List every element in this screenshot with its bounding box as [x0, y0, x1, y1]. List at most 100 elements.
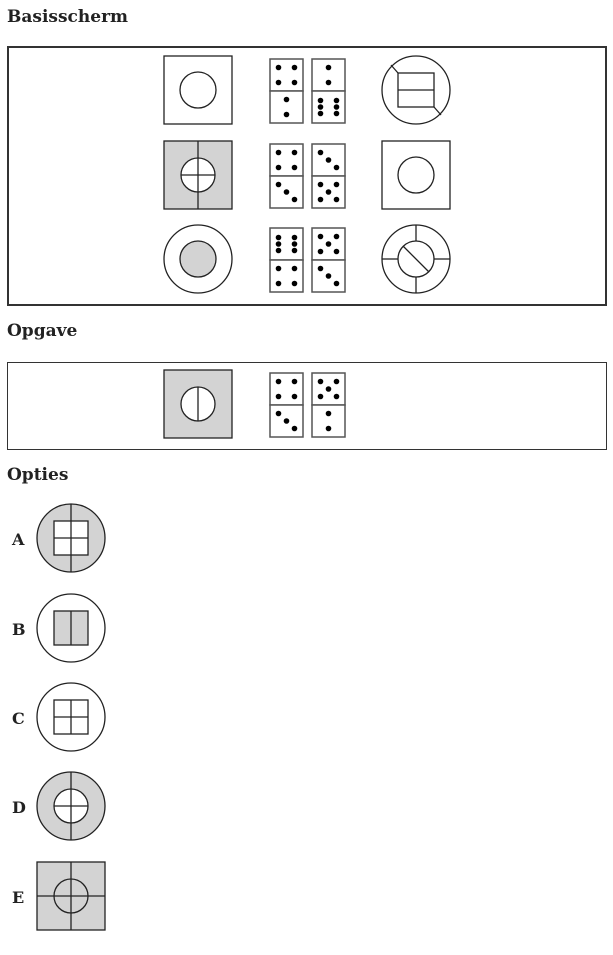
pip	[283, 418, 290, 424]
pip	[325, 273, 332, 279]
pip	[291, 149, 298, 156]
pip	[333, 97, 340, 104]
pip	[325, 157, 332, 163]
pip	[333, 104, 340, 110]
base-screen-panel	[7, 46, 607, 306]
pip	[317, 196, 324, 203]
domino	[311, 227, 346, 293]
heading-basisscherm: Basisscherm	[7, 7, 129, 27]
option-a-label[interactable]: A	[12, 530, 25, 549]
option-b-label[interactable]: B	[12, 620, 26, 639]
pip	[291, 164, 298, 171]
pip	[317, 149, 324, 156]
figure-wheel	[381, 224, 451, 294]
pip	[317, 378, 324, 385]
pip	[333, 196, 340, 203]
option-d-label[interactable]: D	[12, 798, 26, 817]
domino-half	[269, 90, 304, 124]
pip	[275, 265, 282, 272]
domino	[311, 143, 346, 209]
pip	[291, 280, 298, 287]
pip	[317, 110, 324, 117]
pip	[275, 393, 282, 400]
domino	[311, 372, 346, 438]
option-d-figure[interactable]	[36, 771, 106, 841]
pip	[291, 393, 298, 400]
pip	[275, 181, 282, 188]
figure-square-circle	[163, 55, 233, 125]
pip	[275, 410, 282, 417]
pip	[291, 234, 298, 241]
option-c-figure[interactable]	[36, 682, 106, 752]
heading-opgave: Opgave	[7, 321, 78, 341]
domino-half	[311, 58, 346, 92]
pip	[317, 97, 324, 104]
option-b-figure[interactable]	[36, 593, 106, 663]
pip	[325, 386, 332, 392]
pip	[333, 181, 340, 188]
pip	[291, 196, 298, 203]
option-a-figure[interactable]	[36, 503, 106, 573]
figure-ring-gray-center	[163, 224, 233, 294]
domino	[269, 143, 304, 209]
domino-half	[269, 259, 304, 293]
pip	[275, 149, 282, 156]
pip	[325, 425, 332, 432]
domino	[269, 227, 304, 293]
option-e-label[interactable]: E	[12, 888, 25, 907]
pip	[275, 247, 282, 254]
heading-opties: Opties	[7, 465, 69, 485]
pip	[317, 233, 324, 240]
pip	[291, 247, 298, 254]
pip	[275, 241, 282, 247]
pip	[291, 64, 298, 71]
pip	[333, 280, 340, 287]
domino	[311, 58, 346, 124]
pip	[291, 241, 298, 247]
pip	[333, 110, 340, 117]
pip	[275, 378, 282, 385]
pip	[333, 233, 340, 240]
pip	[333, 248, 340, 255]
pip	[325, 79, 332, 86]
pip	[283, 96, 290, 103]
pip	[283, 111, 290, 118]
domino	[269, 372, 304, 438]
pip	[275, 64, 282, 71]
domino-half	[269, 404, 304, 438]
pip	[317, 393, 324, 400]
pip	[275, 164, 282, 171]
pip	[291, 425, 298, 432]
domino-half	[269, 227, 304, 261]
option-e-figure[interactable]	[36, 861, 106, 931]
figure-gray-square-cross-circle	[163, 140, 233, 210]
task-panel	[7, 362, 607, 450]
domino-half	[311, 404, 346, 438]
pip	[325, 410, 332, 417]
domino-half	[311, 227, 346, 261]
pip	[325, 64, 332, 71]
task-figure	[163, 369, 233, 439]
pip	[317, 181, 324, 188]
dominoes-layer	[269, 58, 346, 438]
figure-square-circle-2	[381, 140, 451, 210]
domino-half	[311, 90, 346, 124]
option-c-label[interactable]: C	[12, 709, 25, 728]
pip	[333, 378, 340, 385]
figure-circle-rect	[381, 55, 451, 125]
pip	[291, 378, 298, 385]
pip	[291, 79, 298, 86]
pip	[275, 280, 282, 287]
pip	[275, 234, 282, 241]
pip	[317, 104, 324, 110]
pip	[317, 248, 324, 255]
domino-half	[269, 372, 304, 406]
pip	[275, 79, 282, 86]
domino-half	[269, 143, 304, 177]
pip	[317, 265, 324, 272]
pip	[325, 189, 332, 195]
pip	[283, 189, 290, 195]
domino	[269, 58, 304, 124]
pip	[325, 241, 332, 247]
